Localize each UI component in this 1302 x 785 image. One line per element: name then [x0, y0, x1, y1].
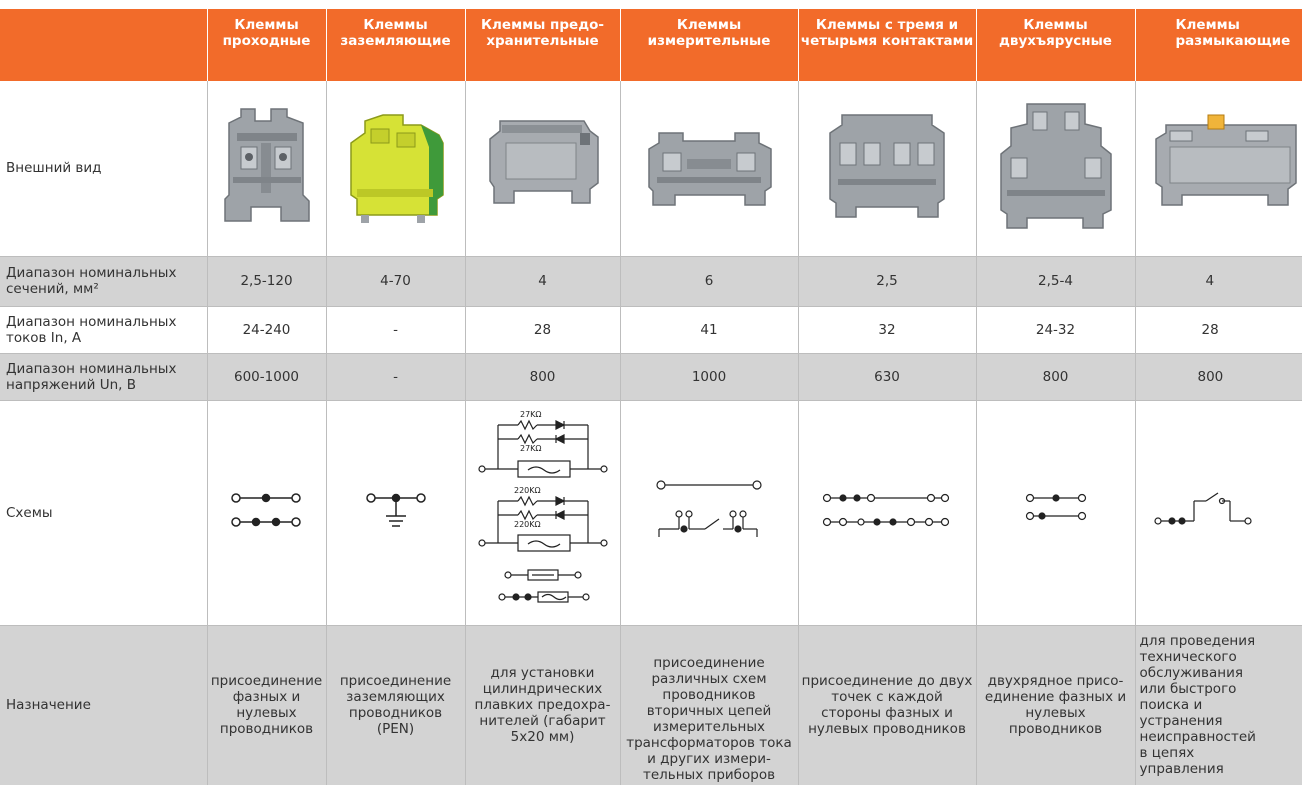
scheme-multi-contact — [798, 400, 977, 626]
terminal-blocks-table: Клеммы проходные Клеммы заземляющие Клем… — [0, 9, 1302, 785]
image-measuring-terminal — [620, 81, 799, 257]
cell-currents-4: 32 — [798, 306, 977, 354]
row-appearance: Внешний вид — [0, 81, 1302, 257]
cell-currents-5: 24-32 — [976, 306, 1136, 354]
cell-sections-3: 6 — [620, 256, 799, 307]
cell-voltages-3: 1000 — [620, 353, 799, 401]
row-label-schemes: Схемы — [0, 400, 208, 626]
cell-purpose-1: присоединение заземляющих проводников (P… — [326, 625, 466, 785]
row-purpose: Назначение присоединение фазных и нулевы… — [0, 625, 1302, 785]
cell-sections-1: 4-70 — [326, 256, 466, 307]
row-label-voltages: Диапазон номинальных напряжений Un, В — [0, 353, 208, 401]
scheme-measuring — [620, 400, 799, 626]
column-header-disconnect: Клеммы размыкающие — [1135, 9, 1302, 81]
cell-voltages-0: 600-1000 — [207, 353, 327, 401]
cell-purpose-5: двухрядное присо-единение фазных и нулев… — [976, 625, 1136, 785]
row-label-sections: Диапазон номинальных сечений, мм² — [0, 256, 208, 307]
scheme-fuse: 27KΩ 27KΩ 220KΩ 220KΩ — [465, 400, 621, 626]
cell-currents-2: 28 — [465, 306, 621, 354]
image-fuse-terminal — [465, 81, 621, 257]
resistor-label-1: 27KΩ — [520, 410, 542, 419]
header-corner — [0, 9, 208, 81]
cell-sections-4: 2,5 — [798, 256, 977, 307]
resistor-label-4: 220KΩ — [514, 520, 541, 529]
cell-voltages-2: 800 — [465, 353, 621, 401]
row-label-purpose: Назначение — [0, 625, 208, 785]
cell-currents-1: - — [326, 306, 466, 354]
column-header-fuse: Клеммы предо-хранительные — [465, 9, 621, 81]
row-currents: Диапазон номинальных токов In, А 24-240 … — [0, 306, 1302, 354]
column-header-grounding: Клеммы заземляющие — [326, 9, 466, 81]
image-multi-contact-terminal — [798, 81, 977, 257]
column-header-measuring: Клеммы измерительные — [620, 9, 799, 81]
resistor-label-3: 220KΩ — [514, 486, 541, 495]
cell-sections-6: 4 — [1135, 256, 1302, 307]
cell-sections-5: 2,5-4 — [976, 256, 1136, 307]
cell-currents-3: 41 — [620, 306, 799, 354]
cell-currents-6: 28 — [1135, 306, 1302, 354]
cell-purpose-6: для проведения технического обслуживания… — [1135, 625, 1302, 785]
scheme-feedthrough — [207, 400, 327, 626]
column-header-feedthrough: Клеммы проходные — [207, 9, 327, 81]
cell-voltages-5: 800 — [976, 353, 1136, 401]
cell-purpose-3: присоединение различных схем проводников… — [620, 625, 799, 785]
cell-purpose-0: присоединение фазных и нулевых проводник… — [207, 625, 327, 785]
column-header-double-level: Клеммы двухъярусные — [976, 9, 1136, 81]
cell-purpose-2: для установки цилиндрических плавких пре… — [465, 625, 621, 785]
cell-sections-2: 4 — [465, 256, 621, 307]
table-header-row: Клеммы проходные Клеммы заземляющие Клем… — [0, 9, 1302, 81]
scheme-double-level — [976, 400, 1136, 626]
row-sections: Диапазон номинальных сечений, мм² 2,5-12… — [0, 256, 1302, 307]
cell-voltages-1: - — [326, 353, 466, 401]
cell-voltages-6: 800 — [1135, 353, 1302, 401]
image-feedthrough-terminal — [207, 81, 327, 257]
column-header-multi-contact: Клеммы с тремя и четырьмя контактами — [798, 9, 977, 81]
row-label-currents: Диапазон номинальных токов In, А — [0, 306, 208, 354]
image-double-level-terminal — [976, 81, 1136, 257]
cell-voltages-4: 630 — [798, 353, 977, 401]
resistor-label-2: 27KΩ — [520, 444, 542, 453]
cell-sections-0: 2,5-120 — [207, 256, 327, 307]
row-label-appearance: Внешний вид — [0, 81, 208, 257]
row-voltages: Диапазон номинальных напряжений Un, В 60… — [0, 353, 1302, 401]
image-disconnect-terminal — [1135, 81, 1302, 257]
cell-purpose-4: присоединение до двух точек с каждой сто… — [798, 625, 977, 785]
scheme-grounding — [326, 400, 466, 626]
cell-currents-0: 24-240 — [207, 306, 327, 354]
scheme-disconnect — [1135, 400, 1302, 626]
row-schemes: Схемы 27KΩ 27KΩ — [0, 400, 1302, 626]
image-grounding-terminal — [326, 81, 466, 257]
terminal-blocks-table-container: Клеммы проходные Клеммы заземляющие Клем… — [0, 9, 1302, 785]
